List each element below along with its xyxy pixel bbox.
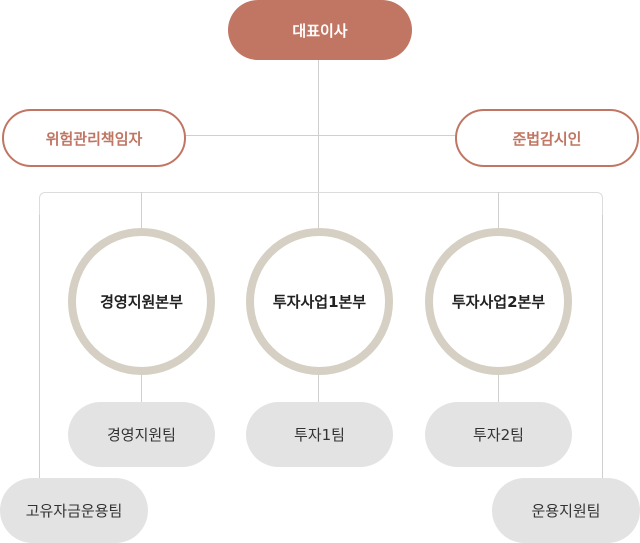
compliance-officer-label: 준법감시인 [512, 129, 582, 148]
team-label: 경영지원팀 [106, 426, 176, 444]
connector-div1 [141, 192, 142, 232]
risk-officer-label: 위험관리책임자 [45, 129, 143, 148]
team-label: 운용지원팀 [531, 502, 601, 520]
team-label: 투자2팀 [473, 426, 524, 444]
team-label: 고유자금운용팀 [25, 502, 123, 520]
team-node: 경영지원팀 [68, 402, 215, 467]
connector-team1 [141, 372, 142, 404]
compliance-officer-node: 준법감시인 [455, 109, 639, 167]
ceo-node: 대표이사 [228, 0, 412, 60]
connector-side-horizontal [185, 135, 455, 136]
division-label: 투자사업1본부 [272, 293, 367, 311]
team-node: 투자2팀 [425, 402, 572, 467]
team-label: 투자1팀 [294, 426, 345, 444]
division-node: 투자사업2본부 [425, 228, 572, 375]
ceo-label: 대표이사 [292, 21, 348, 40]
team-node: 투자1팀 [246, 402, 393, 467]
division-node: 투자사업1본부 [246, 228, 393, 375]
connector-left-outer [39, 215, 40, 478]
division-node: 경영지원본부 [68, 228, 215, 375]
connector-team2 [318, 372, 319, 404]
proprietary-fund-team-node: 고유자금운용팀 [0, 478, 148, 543]
operations-support-team-node: 운용지원팀 [492, 478, 640, 543]
division-label: 투자사업2본부 [451, 293, 546, 311]
division-label: 경영지원본부 [100, 293, 183, 311]
connector-div3 [498, 192, 499, 232]
connector-division-bracket [39, 192, 603, 222]
connector-ceo-vertical [318, 60, 319, 228]
risk-officer-node: 위험관리책임자 [2, 109, 186, 167]
connector-right-outer [602, 215, 603, 478]
connector-team3 [498, 372, 499, 404]
